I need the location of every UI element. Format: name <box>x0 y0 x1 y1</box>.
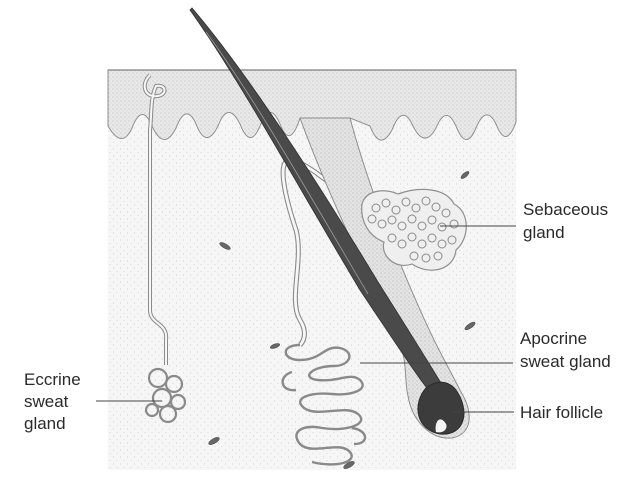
label-eccrine-line3: gland <box>24 413 66 434</box>
label-apocrine-line1: Apocrine <box>520 328 587 349</box>
label-eccrine-line2: sweat <box>24 391 68 412</box>
label-apocrine-line2: sweat gland <box>520 351 611 372</box>
label-eccrine-line1: Eccrine <box>24 369 81 390</box>
label-sebaceous-line2: gland <box>523 222 565 243</box>
label-sebaceous-line1: Sebaceous <box>523 199 608 220</box>
label-hair-follicle: Hair follicle <box>520 402 603 423</box>
